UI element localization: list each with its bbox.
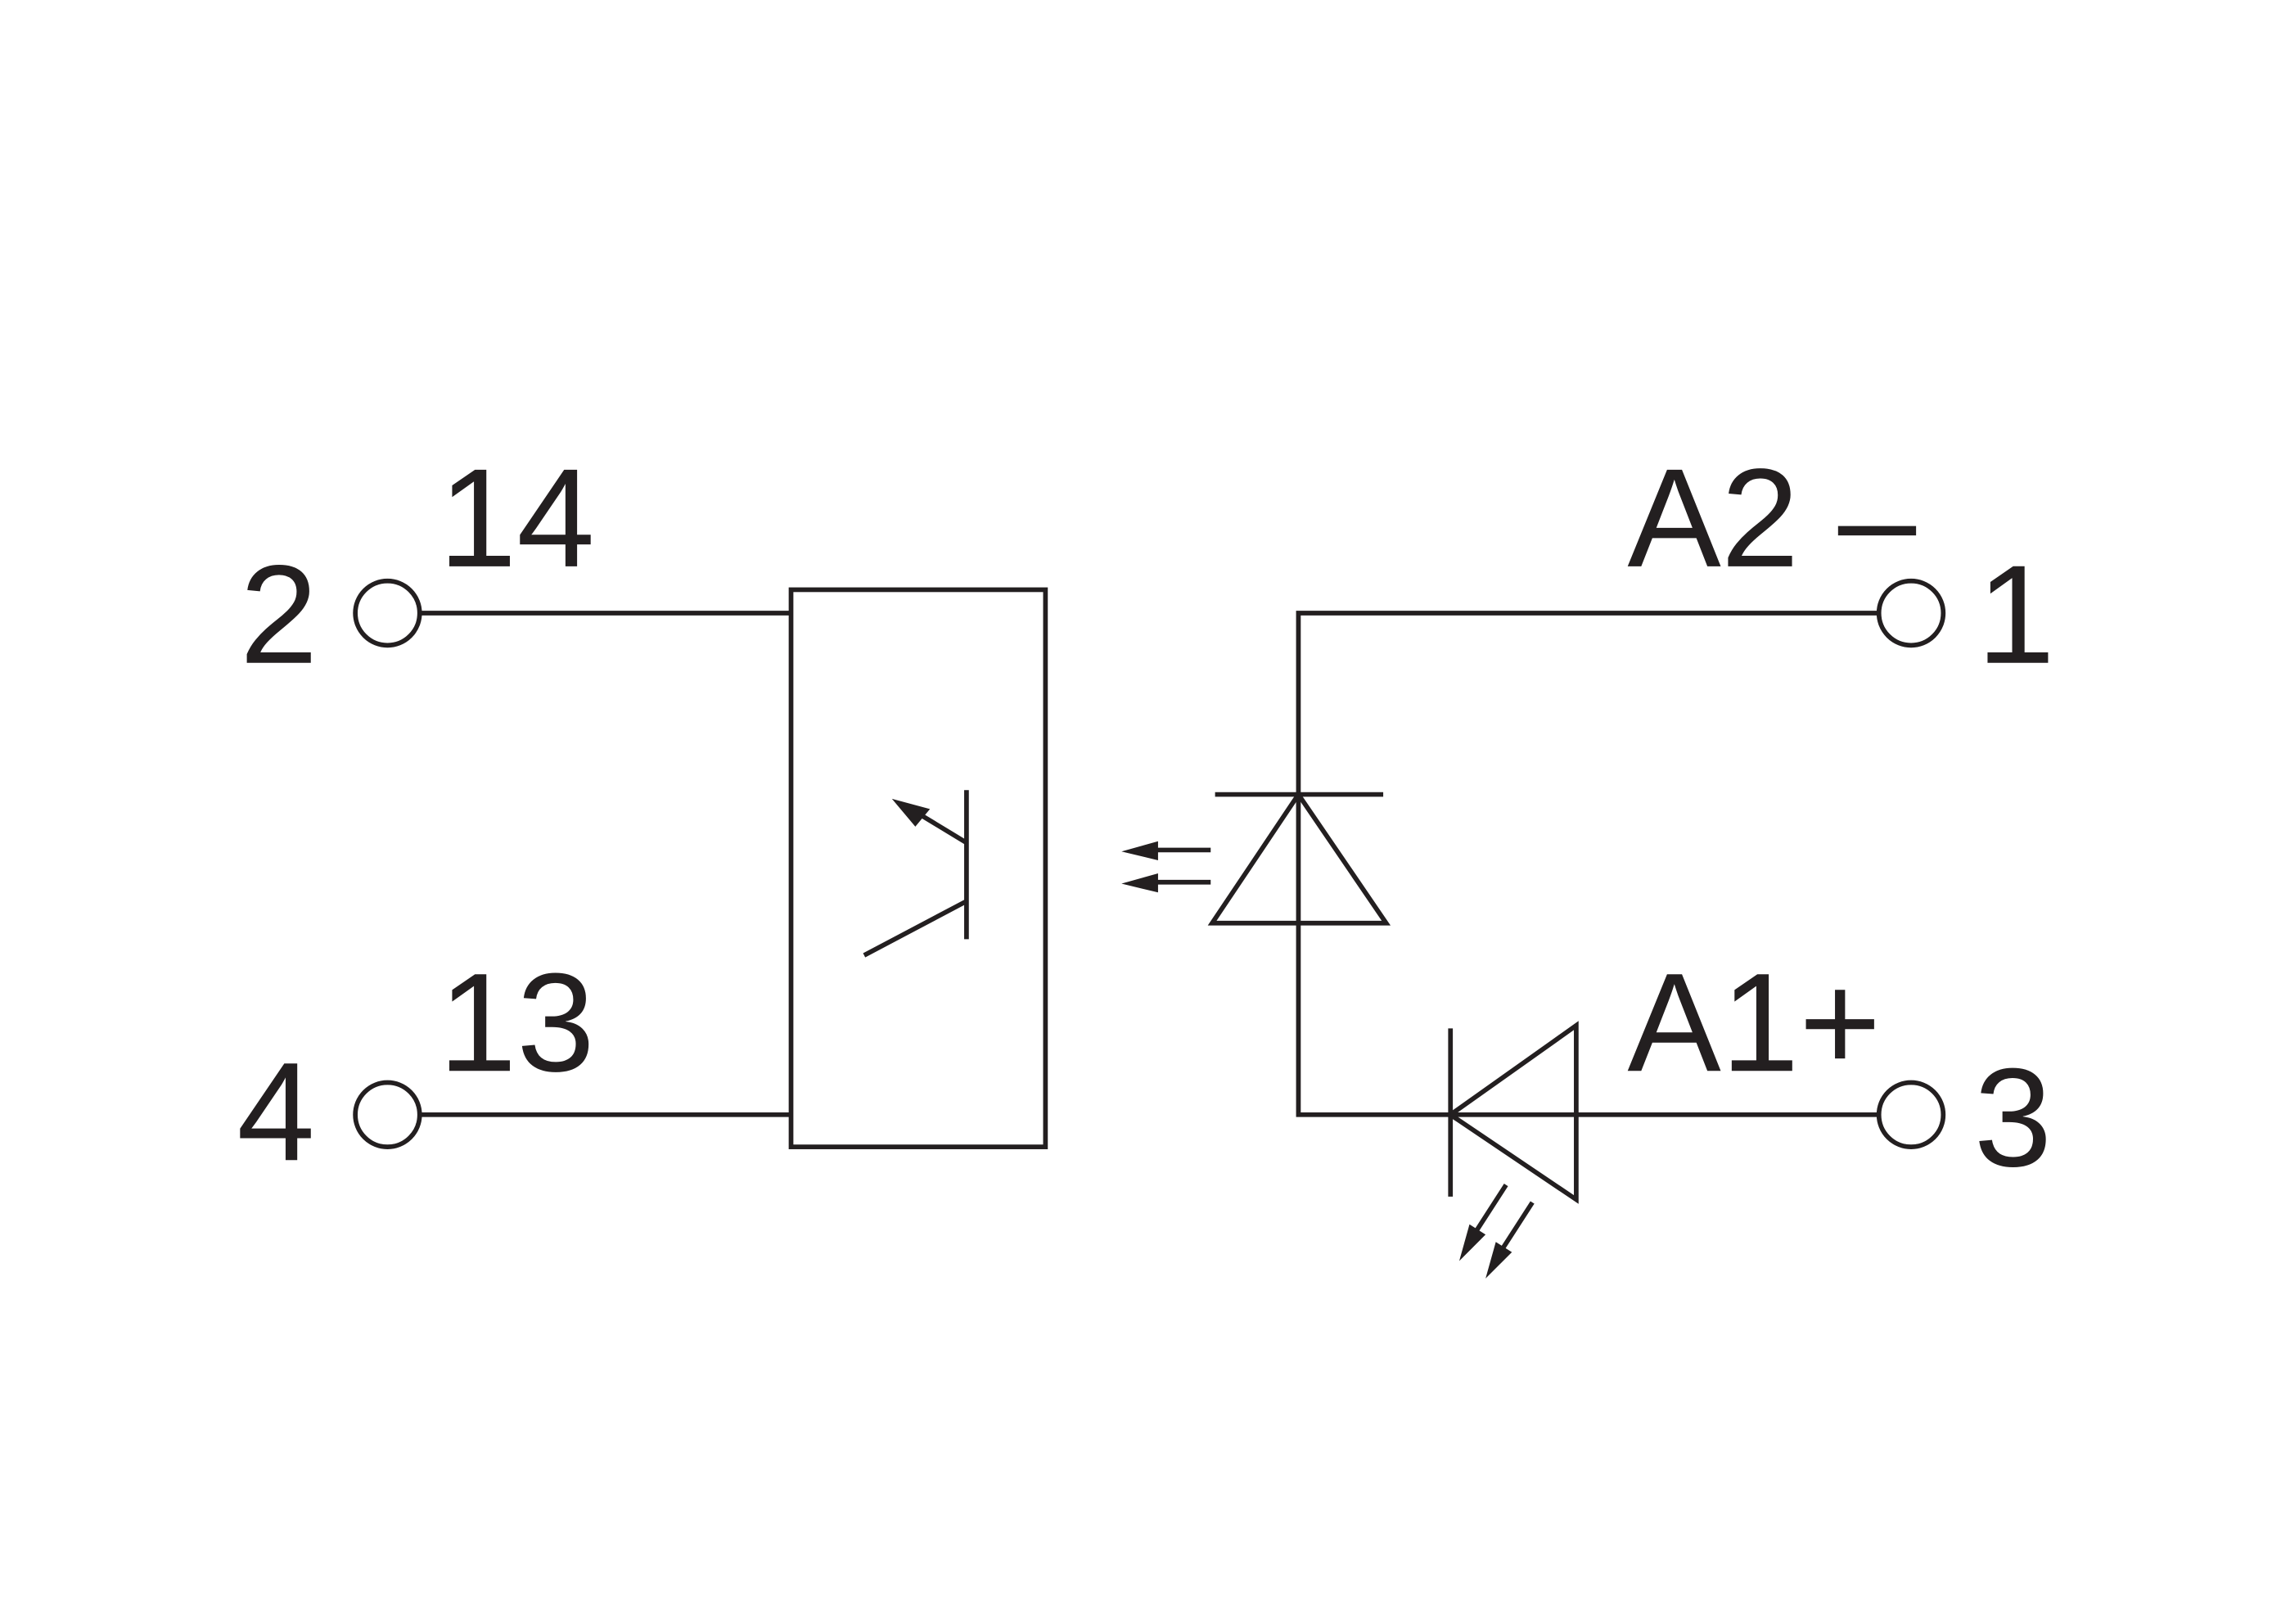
- label-terminal-4: 4: [237, 1034, 314, 1190]
- wire-a2: [1296, 611, 1878, 795]
- label-coil-a2: A2 –: [1627, 440, 1916, 597]
- terminal-1-circle: [1876, 578, 1946, 648]
- label-contact-13: 13: [439, 945, 595, 1101]
- transistor-emitter-arrow-icon: [891, 798, 968, 845]
- label-contact-14: 14: [439, 440, 595, 597]
- output-box: [788, 587, 1048, 1149]
- label-terminal-1: 1: [1977, 537, 2054, 693]
- label-terminal-3: 3: [1974, 1040, 2052, 1196]
- label-terminal-2: 2: [240, 537, 318, 693]
- label-coil-a1: A1+: [1627, 945, 1881, 1101]
- light-arrows-icon: [1121, 841, 1211, 893]
- led-emission-arrows-icon: [1458, 1184, 1535, 1279]
- wire-diode-led: [1296, 923, 1451, 1117]
- terminal-4-circle: [353, 1080, 422, 1149]
- transistor-collector: [863, 899, 968, 958]
- terminal-2-circle: [353, 578, 422, 648]
- terminal-3-circle: [1876, 1080, 1946, 1149]
